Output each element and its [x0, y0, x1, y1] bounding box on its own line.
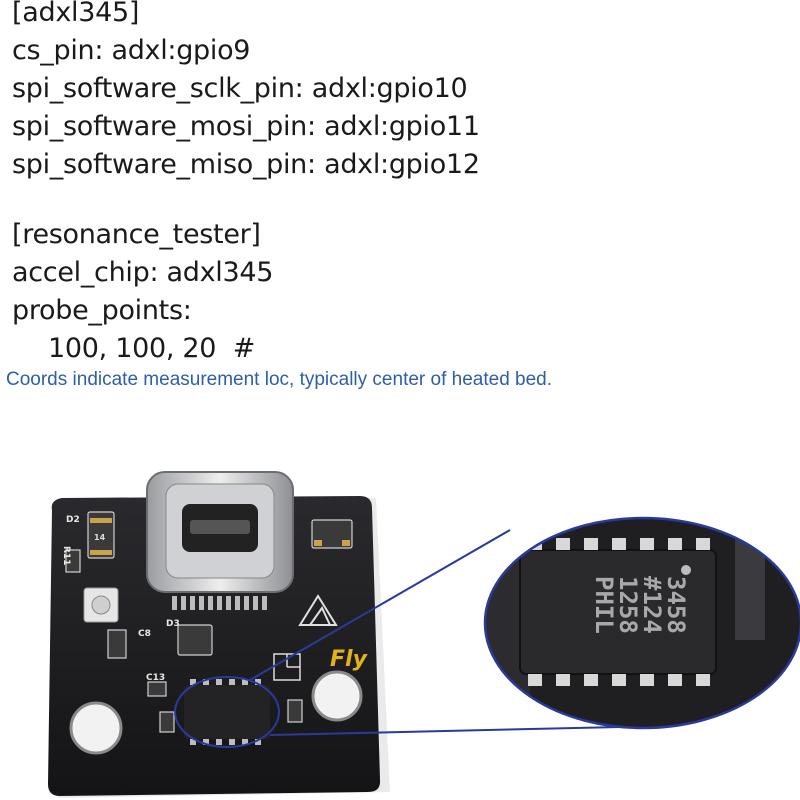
probe-points-line: probe_points:	[12, 295, 192, 326]
chip-marking-line1: 3458	[662, 576, 690, 634]
label-c8: C8	[138, 629, 151, 639]
zoom-source-outline	[174, 676, 280, 748]
label-diode: 14	[94, 533, 106, 542]
zoomed-chip-view: 3458 #124 1258 PHIL	[485, 518, 800, 728]
label-c13: C13	[146, 673, 165, 683]
chip-marking-line3: 1258	[614, 576, 642, 634]
mount-hole-left	[69, 701, 123, 755]
sclk-pin-line: spi_software_sclk_pin: adxl:gpio10	[12, 73, 468, 104]
mount-hole-right	[311, 670, 363, 722]
zoom-line-top	[249, 529, 511, 681]
adxl-section-header: [adxl345]	[12, 0, 140, 28]
board-photo: D2 R11 C8 D3 C13 R10 14 Fly	[48, 471, 800, 798]
mellow-logo-icon	[298, 594, 338, 626]
label-d2: D2	[66, 515, 80, 525]
coords-note: Coords indicate measurement loc, typical…	[6, 369, 553, 390]
zoom-frame	[483, 516, 800, 730]
reset-button	[83, 587, 119, 623]
chip-marking-line2: #124	[638, 576, 666, 634]
usb-c-connector	[146, 471, 294, 610]
probe-values-line: 100, 100, 20 #	[48, 333, 256, 364]
label-d3: D3	[166, 619, 180, 629]
cs-pin-line: cs_pin: adxl:gpio9	[12, 35, 251, 66]
resonance-section-header: [resonance_tester]	[12, 219, 261, 250]
adxl-chip-small	[184, 679, 270, 745]
config-text: [adxl345] cs_pin: adxl:gpio9 spi_softwar…	[12, 0, 480, 368]
mosi-pin-line: spi_software_mosi_pin: adxl:gpio11	[12, 111, 480, 142]
miso-pin-line: spi_software_miso_pin: adxl:gpio12	[12, 149, 480, 180]
brand-label: Fly	[330, 647, 369, 672]
chip-marking-line4: PHIL	[590, 576, 618, 634]
zoom-line-bottom	[269, 726, 621, 736]
label-r11: R11	[61, 546, 71, 565]
accel-chip-line: accel_chip: adxl345	[12, 257, 274, 288]
blank-line	[12, 184, 480, 216]
